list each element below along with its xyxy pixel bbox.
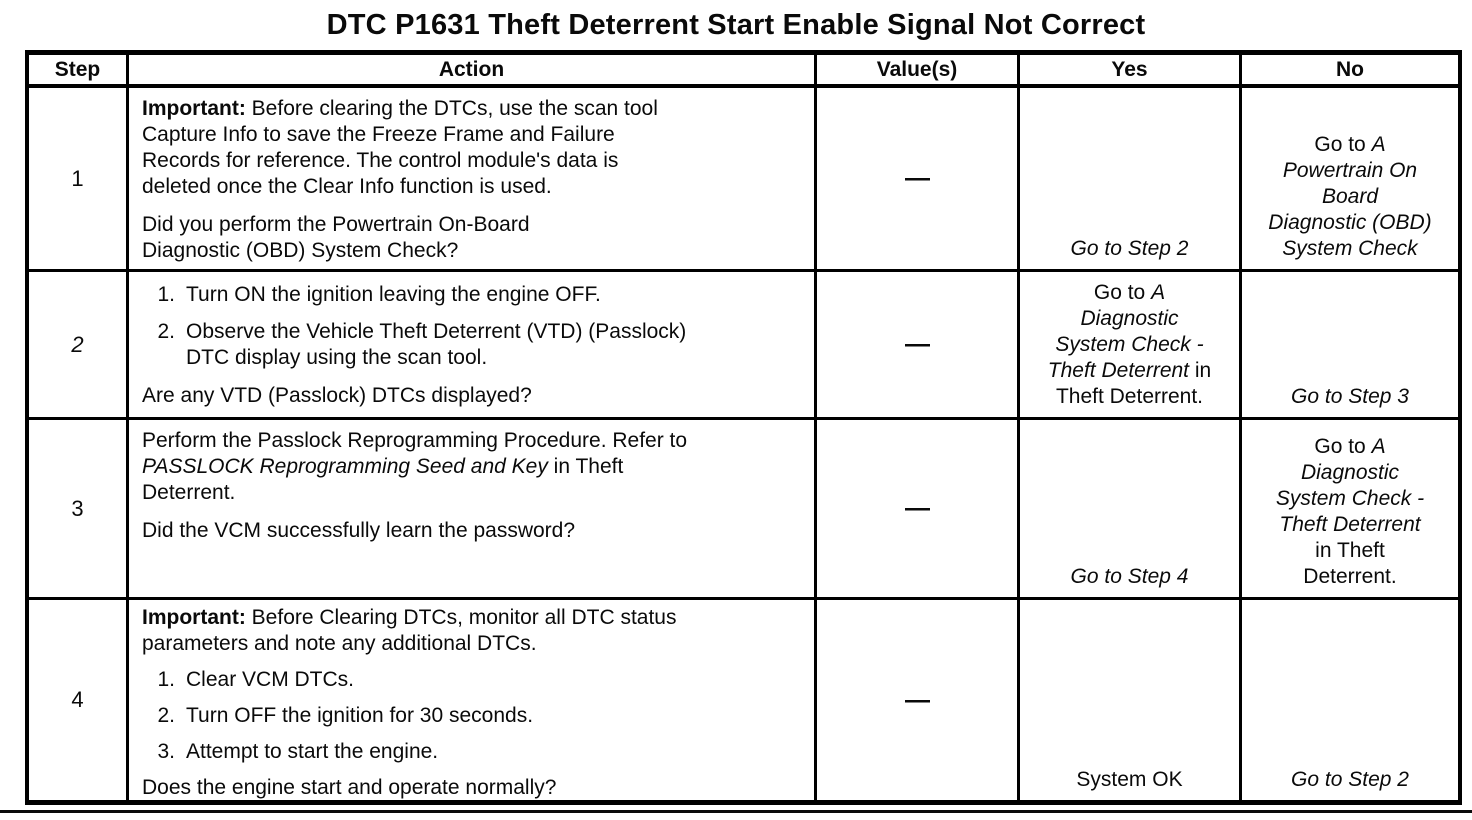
no-goto-prefix: Go to xyxy=(1314,133,1372,156)
table-row-step-4: 4 Important: Before Clearing DTCs, monit… xyxy=(29,600,1458,800)
instruction-lead: Perform the Passlock Reprogramming Proce… xyxy=(142,429,688,452)
values-cell: — xyxy=(817,88,1020,269)
no-goto: Go to Step 2 xyxy=(1291,768,1409,791)
yes-goto-suffix: in Theft Deterrent. xyxy=(1055,359,1212,408)
header-action: Action xyxy=(129,55,817,84)
step-question: Did the VCM successfully learn the passw… xyxy=(142,519,576,542)
yes-goto: Go to Step 2 xyxy=(1070,237,1189,260)
table-header-row: Step Action Value(s) Yes No xyxy=(29,55,1458,88)
numbered-list: 1. Clear VCM DTCs. 2. Turn OFF the ignit… xyxy=(142,667,802,765)
no-cell: Go to Step 2 xyxy=(1242,600,1458,800)
no-goto-suffix: in Theft Deterrent. xyxy=(1303,539,1397,588)
step-question: Are any VTD (Passlock) DTCs displayed? xyxy=(142,384,532,407)
no-goto: Go to Step 3 xyxy=(1291,385,1409,408)
step-question: Does the engine start and operate normal… xyxy=(142,776,557,799)
no-cell: Go to Step 3 xyxy=(1242,272,1458,417)
no-cell: Go to A Diagnostic System Check - Theft … xyxy=(1242,420,1458,597)
table-row-step-2: 2 1. Turn ON the ignition leaving the en… xyxy=(29,272,1458,420)
list-item: 2. Observe the Vehicle Theft Deterrent (… xyxy=(142,319,802,371)
action-instruction: Perform the Passlock Reprogramming Proce… xyxy=(142,428,802,506)
step-cell: 1 xyxy=(29,88,129,269)
page-title: DTC P1631 Theft Deterrent Start Enable S… xyxy=(326,9,1146,41)
action-cell: 1. Turn ON the ignition leaving the engi… xyxy=(129,272,817,417)
yes-cell: Go to Step 4 xyxy=(1020,420,1242,597)
step-cell: 4 xyxy=(29,600,129,800)
action-cell: Important: Before clearing the DTCs, use… xyxy=(129,88,817,269)
list-item-number: 2. xyxy=(157,320,175,343)
step-number: 1 xyxy=(71,165,84,191)
step-cell: 3 xyxy=(29,420,129,597)
em-dash: — xyxy=(905,494,930,522)
step-number: 4 xyxy=(71,687,84,712)
table-row-step-1: 1 Important: Before clearing the DTCs, u… xyxy=(29,88,1458,272)
yes-goto: Go to Step 4 xyxy=(1070,565,1189,588)
em-dash: — xyxy=(905,685,930,714)
no-cell: Go to A Powertrain On Board Diagnostic (… xyxy=(1242,88,1458,269)
em-dash: — xyxy=(905,164,930,192)
scan-artifact-line xyxy=(0,810,1472,813)
list-item-text: Clear VCM DTCs. xyxy=(186,668,355,691)
important-text: Before Clearing DTCs, monitor all DTC st… xyxy=(142,606,677,655)
no-goto: Go to A Powertrain On Board Diagnostic (… xyxy=(1268,132,1431,262)
list-item-text: Attempt to start the engine. xyxy=(186,740,439,763)
list-item: 1. Clear VCM DTCs. xyxy=(142,667,802,693)
instruction-reference: PASSLOCK Reprogramming Seed and Key xyxy=(142,455,548,478)
list-item-number: 1. xyxy=(157,283,175,306)
yes-goto-prefix: Go to xyxy=(1093,281,1152,304)
list-item-number: 2. xyxy=(157,704,175,727)
yes-cell: Go to Step 2 xyxy=(1020,88,1242,269)
step-question: Did you perform the Powertrain On-Board … xyxy=(142,213,530,262)
em-dash: — xyxy=(905,330,930,358)
no-goto: Go to A Diagnostic System Check - Theft … xyxy=(1276,434,1424,590)
step-number: 2 xyxy=(71,331,84,357)
header-step: Step xyxy=(29,55,129,84)
no-goto-prefix: Go to xyxy=(1314,435,1372,458)
no-goto-target: A Diagnostic System Check - Theft Deterr… xyxy=(1275,435,1425,536)
yes-goto: Go to A Diagnostic System Check - Theft … xyxy=(1048,280,1211,410)
no-goto-target: A Powertrain On Board Diagnostic (OBD) S… xyxy=(1268,133,1432,260)
yes-cell: System OK xyxy=(1020,600,1242,800)
list-item-number: 3. xyxy=(157,740,175,763)
header-values: Value(s) xyxy=(817,55,1020,84)
list-item: 2. Turn OFF the ignition for 30 seconds. xyxy=(142,703,802,729)
header-no: No xyxy=(1336,57,1364,81)
values-cell: — xyxy=(817,600,1020,800)
header-yes: Yes xyxy=(1020,55,1242,84)
table-row-step-3: 3 Perform the Passlock Reprogramming Pro… xyxy=(29,420,1458,600)
list-item: 3. Attempt to start the engine. xyxy=(142,739,802,765)
list-item-text: Observe the Vehicle Theft Deterrent (VTD… xyxy=(186,320,687,369)
important-label: Important: xyxy=(142,97,246,120)
important-note: Important: Before clearing the DTCs, use… xyxy=(142,96,802,200)
yes-goto-target: A Diagnostic System Check - Theft Deterr… xyxy=(1047,281,1204,382)
important-label: Important: xyxy=(142,606,246,629)
list-item: 1. Turn ON the ignition leaving the engi… xyxy=(142,282,802,308)
diagnostic-table: Step Action Value(s) Yes No 1 Important:… xyxy=(25,50,1462,805)
values-cell: — xyxy=(817,420,1020,597)
instruction-tail: in Theft Deterrent. xyxy=(142,455,624,504)
numbered-list: 1. Turn ON the ignition leaving the engi… xyxy=(142,282,802,371)
action-cell: Important: Before Clearing DTCs, monitor… xyxy=(129,600,817,800)
values-cell: — xyxy=(817,272,1020,417)
step-cell: 2 xyxy=(29,272,129,417)
important-note: Important: Before Clearing DTCs, monitor… xyxy=(142,605,802,657)
list-item-number: 1. xyxy=(157,668,175,691)
yes-cell: Go to A Diagnostic System Check - Theft … xyxy=(1020,272,1242,417)
yes-result: System OK xyxy=(1076,768,1183,791)
list-item-text: Turn ON the ignition leaving the engine … xyxy=(186,283,601,306)
action-cell: Perform the Passlock Reprogramming Proce… xyxy=(129,420,817,597)
important-text: Before clearing the DTCs, use the scan t… xyxy=(142,97,658,198)
list-item-text: Turn OFF the ignition for 30 seconds. xyxy=(186,704,534,727)
step-number: 3 xyxy=(71,495,84,521)
